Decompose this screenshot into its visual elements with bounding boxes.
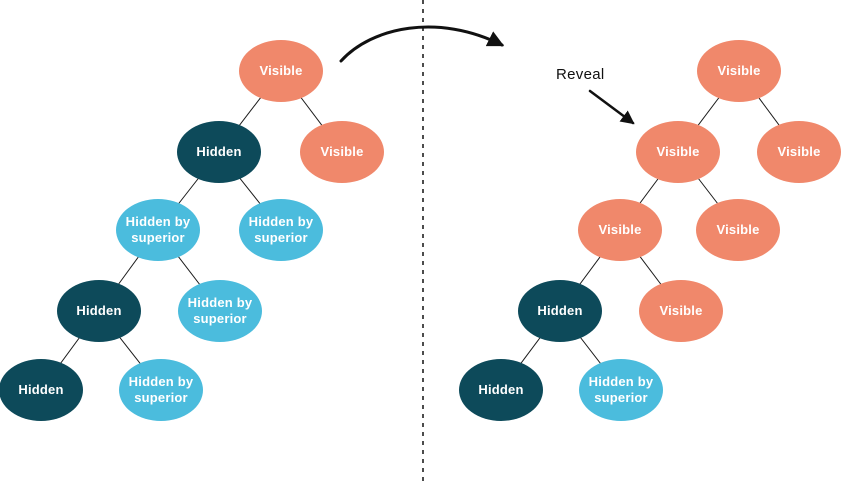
left-node-root: Visible <box>239 40 323 102</box>
right-node-l2-right: Visible <box>757 121 841 183</box>
right-node-l3-right: Visible <box>696 199 780 261</box>
reveal-label: Reveal <box>556 66 605 83</box>
right-node-l5-right: Hidden by superior <box>579 359 663 421</box>
reveal-arrow <box>588 89 635 125</box>
left-node-l3-right: Hidden by superior <box>239 199 323 261</box>
left-node-l5-left: Hidden <box>0 359 83 421</box>
right-node-l4-left: Hidden <box>518 280 602 342</box>
right-node-root: Visible <box>697 40 781 102</box>
transform-curved-arrow <box>339 25 505 63</box>
left-node-l4-left: Hidden <box>57 280 141 342</box>
left-node-l5-right: Hidden by superior <box>119 359 203 421</box>
right-node-l5-left: Hidden <box>459 359 543 421</box>
left-node-l3-left: Hidden by superior <box>116 199 200 261</box>
right-node-l4-right: Visible <box>639 280 723 342</box>
left-node-l4-right: Hidden by superior <box>178 280 262 342</box>
left-node-l2-left: Hidden <box>177 121 261 183</box>
right-node-l3-left: Visible <box>578 199 662 261</box>
right-node-l2-left: Visible <box>636 121 720 183</box>
left-node-l2-right: Visible <box>300 121 384 183</box>
